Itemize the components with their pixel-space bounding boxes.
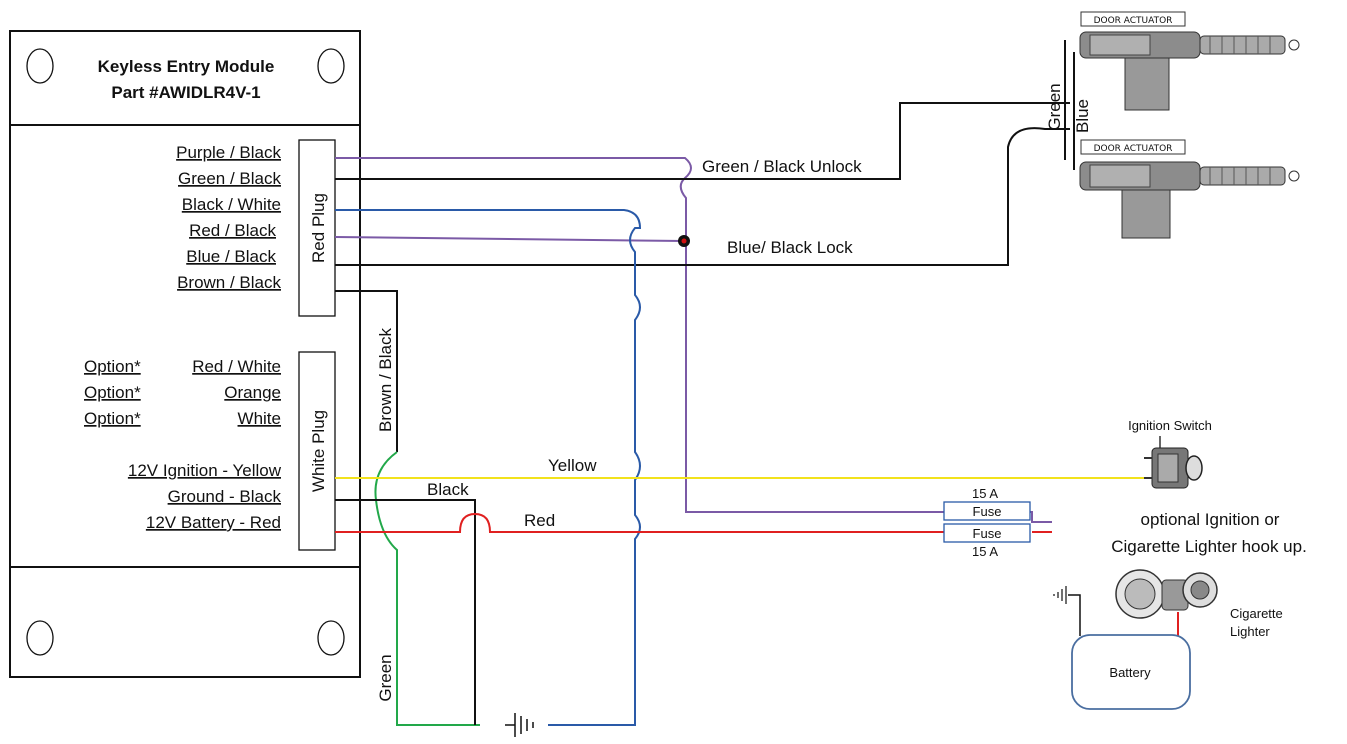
module-title: Keyless Entry Module xyxy=(98,57,275,76)
door-actuator-bottom: DOOR ACTUATOR xyxy=(1079,139,1300,239)
wire-purple-black xyxy=(335,157,1052,523)
mount-hole-bottom-left xyxy=(26,620,54,656)
fuse-top-rating: 15 A xyxy=(972,486,998,501)
module-part-number: Part #AWIDLR4V-1 xyxy=(111,83,260,102)
pin-label-purple-black: Purple / Black xyxy=(176,143,281,162)
wire-brown-black xyxy=(335,290,398,452)
door-actuator-bottom-label: DOOR ACTUATOR xyxy=(1094,144,1173,154)
mount-hole-top-right xyxy=(317,48,345,84)
label-green: Green xyxy=(376,654,395,701)
fuse-bottom-label: Fuse xyxy=(973,526,1002,541)
ignition-switch-icon xyxy=(1144,436,1203,489)
mount-hole-bottom-right xyxy=(317,620,345,656)
door-actuator-top-label: DOOR ACTUATOR xyxy=(1094,16,1173,26)
pin-label-ground: Ground - Black xyxy=(168,487,282,506)
wire-black-white-blue xyxy=(335,209,642,726)
option-label-1: Option* xyxy=(84,357,141,376)
pin-label-orange: Orange xyxy=(224,383,281,402)
pin-label-red-black: Red / Black xyxy=(189,221,276,240)
wire-battery-ground xyxy=(1068,594,1081,636)
mount-hole-top-left xyxy=(26,48,54,84)
red-plug-label: Red Plug xyxy=(309,193,328,263)
label-blue-black-lock: Blue/ Black Lock xyxy=(727,238,853,257)
label-green-actuator: Green xyxy=(1045,83,1064,130)
pin-label-blue-black: Blue / Black xyxy=(186,247,276,266)
door-actuator-top: DOOR ACTUATOR xyxy=(1079,11,1300,111)
hookup-note-line2: Cigarette Lighter hook up. xyxy=(1111,537,1307,556)
fuse-bottom xyxy=(943,523,1031,543)
option-label-2: Option* xyxy=(84,383,141,402)
cigarette-lighter-icon xyxy=(1115,569,1218,619)
pin-label-green-black: Green / Black xyxy=(178,169,281,188)
cigarette-lighter-label-line2: Lighter xyxy=(1230,624,1270,639)
ignition-switch-label: Ignition Switch xyxy=(1128,418,1212,433)
white-plug xyxy=(298,351,336,551)
pin-label-red-white: Red / White xyxy=(192,357,281,376)
white-plug-label: White Plug xyxy=(309,410,328,492)
label-green-black-unlock: Green / Black Unlock xyxy=(702,157,862,176)
wire-ground-black xyxy=(335,499,476,725)
pin-label-black-white: Black / White xyxy=(182,195,281,214)
fuse-bottom-rating: 15 A xyxy=(972,544,998,559)
red-plug xyxy=(298,139,336,317)
pin-label-12v-battery: 12V Battery - Red xyxy=(146,513,281,532)
wire-green-black-unlock xyxy=(335,102,1070,180)
cigarette-lighter-label-line1: Cigarette xyxy=(1230,606,1283,621)
wire-junction-center xyxy=(681,238,687,244)
label-yellow: Yellow xyxy=(548,456,597,475)
label-blue-actuator: Blue xyxy=(1073,99,1092,133)
pin-label-brown-black: Brown / Black xyxy=(177,273,281,292)
battery xyxy=(1071,634,1191,710)
label-red: Red xyxy=(524,511,555,530)
battery-ground-icon xyxy=(1053,586,1067,604)
wire-red-black-jumper xyxy=(334,236,685,242)
fuse-top xyxy=(943,501,1031,521)
hookup-note-line1: optional Ignition or xyxy=(1141,510,1280,529)
pin-label-12v-ignition: 12V Ignition - Yellow xyxy=(128,461,282,480)
wire-blue-black-lock xyxy=(335,127,1070,266)
label-black: Black xyxy=(427,480,469,499)
pin-label-white: White xyxy=(238,409,281,428)
ground-icon xyxy=(505,713,534,737)
keyless-entry-module: Keyless Entry Module Part #AWIDLR4V-1 Re… xyxy=(9,30,361,678)
label-brown-black: Brown / Black xyxy=(376,328,395,432)
wire-red-battery xyxy=(335,512,945,533)
option-label-3: Option* xyxy=(84,409,141,428)
battery-label: Battery xyxy=(1109,665,1151,680)
fuse-top-label: Fuse xyxy=(973,504,1002,519)
